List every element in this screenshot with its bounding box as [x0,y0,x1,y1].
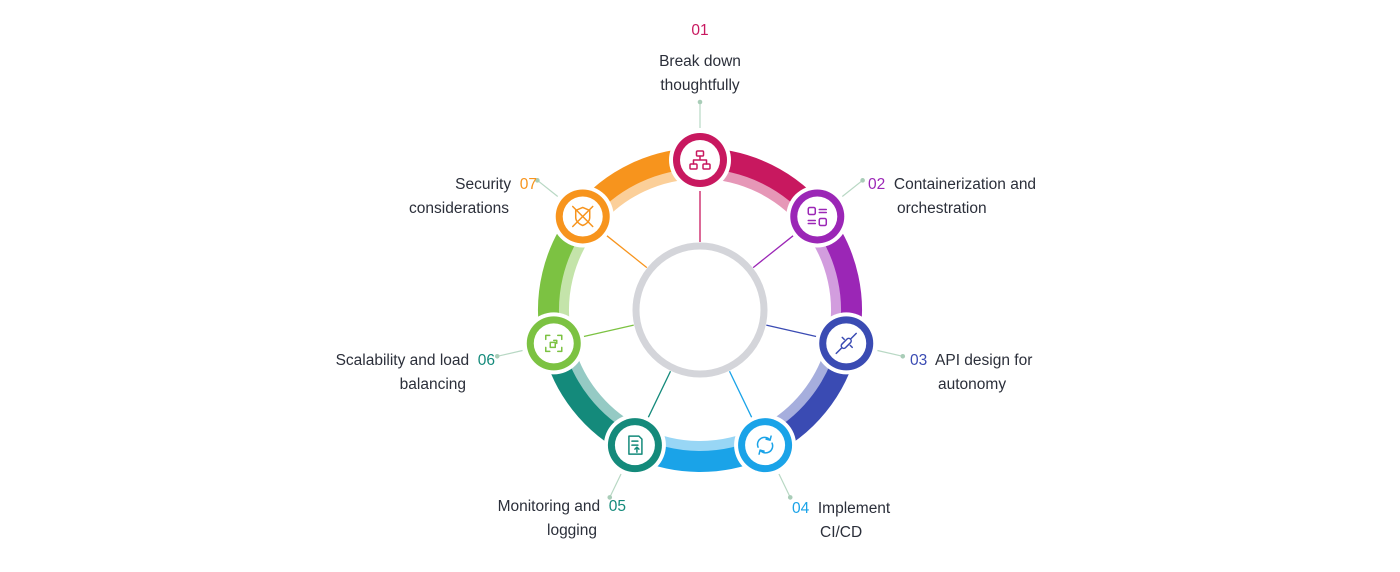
plug-connection-icon [835,332,857,355]
hierarchy-icon [689,150,711,170]
spoke-07 [604,233,648,269]
scale-box-icon [545,334,563,353]
leader-dot-04 [787,495,793,500]
step-01-number: 01 [691,22,709,39]
step-node-02 [786,185,849,248]
leader-dot-01 [697,99,703,105]
step-02-number: 02 [868,176,886,193]
step-07-label: Security 07 considerations [360,173,537,221]
leader-line-06 [497,349,523,357]
spoke-02 [752,233,796,269]
bug-shield-icon [571,205,594,228]
step-05-label: Monitoring and 05 logging [440,495,626,543]
step-05-number: 05 [608,498,626,515]
step-06-line2: balancing [399,376,466,393]
step-01-line1: Break down [659,53,741,70]
step-07-number: 07 [519,176,537,193]
spoke-06 [580,324,634,338]
step-04-line1: Implement [817,500,891,517]
step-node-02-face [797,196,838,237]
leader-dot-05 [607,495,613,500]
document-upload-icon [628,435,643,455]
step-03-number: 03 [910,352,928,369]
containers-icon [807,206,828,227]
step-01-line2: thoughtfully [660,77,740,94]
leader-dot-02 [860,178,865,183]
step-node-06 [522,312,585,375]
leader-dot-07 [535,178,540,183]
step-node-01 [669,129,731,191]
step-04-line2: CI/CD [820,524,863,541]
leader-line-07 [537,179,559,197]
step-nodes [522,129,878,477]
step-05-line1: Monitoring and [497,498,601,515]
step-node-07 [551,185,614,248]
step-node-05 [603,414,666,477]
leader-line-04 [778,473,791,498]
step-05-line2: logging [547,522,597,539]
spoke-05 [646,370,672,421]
step-02-label: 02 Containerization and orchestration [868,173,1036,221]
step-03-label: 03 API design for autonomy [910,349,1032,397]
cycle-arrows-icon [756,435,774,455]
step-04-label: 04 Implement CI/CD [792,497,890,545]
step-04-number: 04 [792,500,810,517]
spoke-03 [766,324,820,338]
step-03-line2: autonomy [938,376,1007,393]
step-03-line1: API design for [935,352,1033,369]
step-02-line1: Containerization and [893,176,1037,193]
leader-line-02 [841,179,863,197]
step-06-number: 06 [477,352,495,369]
leader-line-05 [609,473,622,498]
step-06-label: Scalability and load 06 balancing [280,349,495,397]
leader-lines [494,99,906,500]
spokes [580,188,820,421]
step-02-line2: orchestration [897,200,987,217]
leader-dot-06 [494,353,500,359]
step-06-line1: Scalability and load [335,352,470,369]
step-node-03 [815,312,878,375]
step-07-line1: Security [455,176,512,193]
step-node-04-face [745,425,786,466]
step-07-line2: considerations [409,200,509,217]
center-ring [632,242,768,378]
step-node-04 [734,414,797,477]
step-node-03-face [826,323,867,364]
leader-dot-03 [900,353,906,359]
spoke-04 [728,370,754,421]
step-node-06-face [533,323,574,364]
step-01-label: Break down thoughtfully [630,50,770,98]
leader-line-03 [877,349,903,357]
